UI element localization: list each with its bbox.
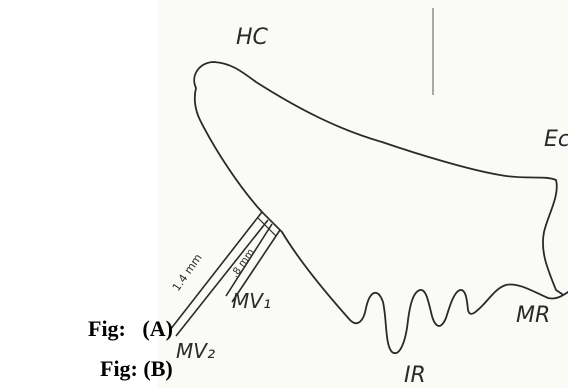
figure-caption-a: Fig: (A) [88,318,173,340]
label-hc: HC [236,25,269,50]
junction-mark-1 [262,212,282,232]
label-mv2: MV₂ [176,339,215,363]
label-mv1: MV₁ [232,289,271,313]
label-mr: MR [516,303,550,328]
label-ir: IR [404,363,426,388]
label-ec: Ec [544,127,568,152]
label-dim-outer: 1.4 mm [170,252,205,294]
figure-caption-b: Fig: (B) [100,358,173,380]
